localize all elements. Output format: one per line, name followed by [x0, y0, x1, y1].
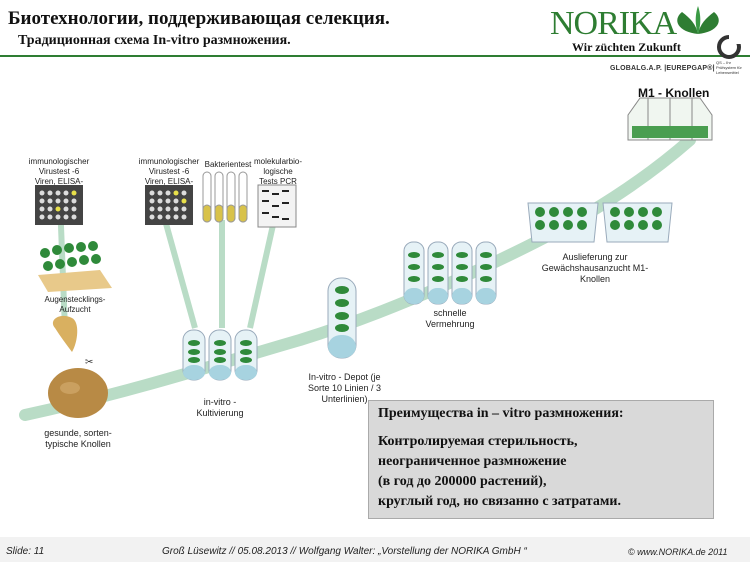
potato-tuber	[48, 368, 108, 418]
pcr-gel	[257, 184, 297, 228]
tuber-piece	[52, 315, 78, 352]
scissors-icon: ✂	[85, 357, 93, 368]
slide-number: Slide: 11	[6, 546, 45, 557]
virustest-label-1: immunologischer Virustest -6 Viren, ELIS…	[28, 157, 90, 186]
bacteria-test-tubes	[202, 171, 248, 223]
event-info: Groß Lüsewitz // 05.08.2013 // Wolfgang …	[162, 546, 527, 557]
branch-line	[162, 219, 198, 329]
footer-bar	[0, 537, 750, 562]
pcr-label: molekularbio-logische Tests PCR	[254, 157, 303, 186]
qs-label: QS – Ihr Prüfsystem für Lebensmittel	[716, 60, 742, 75]
copyright: © www.NORIKA.de 2011	[628, 547, 728, 557]
vermehrung-label: schnelle Vermehrung	[425, 308, 475, 329]
knollen-label: gesunde, sorten-typische Knollen	[44, 428, 112, 449]
process-diagram: ✂	[19, 97, 713, 421]
multiplication-tubes	[403, 241, 497, 305]
culture-tubes	[182, 329, 258, 381]
leaf-logo-icon	[677, 6, 719, 34]
header-divider	[0, 55, 750, 57]
auslieferung-label: Auslieferung zur Gewächshausanzucht M1-K…	[541, 252, 649, 284]
m1-knollen-label: M1 - Knollen	[638, 86, 710, 100]
seedling-tray	[38, 241, 112, 292]
advantage-line: Контролируемая стерильность,	[378, 434, 578, 449]
depot-label: In-vitro - Depot (je Sorte 10 Linien / 3…	[307, 372, 382, 404]
elisa-plate-2	[145, 185, 193, 225]
page-subtitle: Традиционная схема In-vitro размножения.	[18, 33, 291, 48]
advantages-box	[368, 400, 714, 519]
delivery-trays	[527, 202, 673, 243]
advantage-line: неограниченное размножение	[378, 454, 567, 469]
elisa-plate-1	[35, 185, 83, 225]
globalgap-label: GLOBALG.A.P. |EUREPGAP®|	[610, 65, 715, 72]
augenstecklings-label: Augenstecklings-Aufzucht	[44, 295, 106, 314]
branch-line	[247, 224, 276, 329]
depot-tube	[327, 277, 357, 359]
advantages-heading: Преимущества in – vitro размножения:	[378, 406, 624, 421]
logo-tagline: Wir züchten Zukunft	[572, 40, 681, 54]
virustest-label-2: immunologischer Virustest -6 Viren, ELIS…	[138, 157, 200, 186]
kultivierung-label: in-vitro - Kultivierung	[196, 397, 244, 418]
norika-logo: NORIKA	[550, 5, 677, 42]
advantage-line: (в год до 200000 растений),	[378, 474, 547, 489]
greenhouse	[627, 97, 713, 141]
qs-cycle-icon	[717, 34, 742, 59]
page-title: Биотехнологии, поддерживающая селекция.	[8, 8, 390, 29]
bakterientest-label: Bakterientest	[204, 160, 252, 169]
advantage-line: круглый год, но связанно с затратами.	[378, 494, 621, 509]
process-path	[19, 134, 696, 421]
